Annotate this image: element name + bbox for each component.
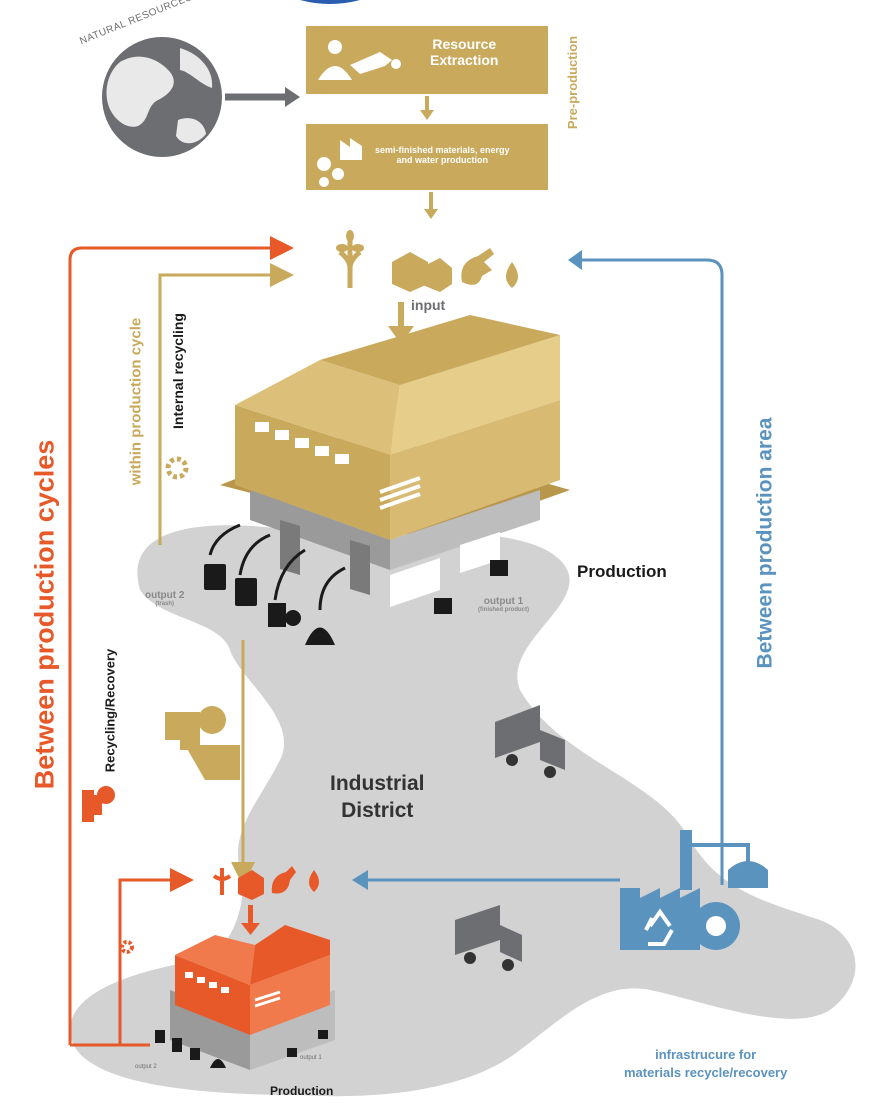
resource-extraction-line2: Extraction — [430, 52, 499, 68]
within-cycle-arrow — [158, 263, 294, 545]
semi-finished-line2: and water production — [396, 155, 489, 165]
internal-recycling-label: Internal recycling — [169, 313, 186, 429]
input-arrow — [388, 326, 414, 344]
factory-gears-icon — [165, 706, 240, 780]
truck-icon — [495, 705, 565, 778]
infrastructure-label: infrastrucure for materials recycle/reco… — [624, 1046, 787, 1082]
industrial-district-line1: Industrial — [330, 772, 425, 795]
wheat-icon — [336, 230, 364, 288]
secondary-loop-arrow — [118, 868, 194, 1047]
top-edge-shape — [300, 0, 360, 4]
output1-small-label: output 1 — [300, 1055, 322, 1061]
boxes-icon — [392, 252, 452, 292]
factory-gears-icon — [317, 138, 362, 187]
input-label: input — [411, 297, 446, 313]
infrastructure-line1: infrastrucure for — [655, 1047, 757, 1062]
production-bottom-label: Production — [270, 1084, 334, 1098]
resource-extraction-line1: Resource — [432, 36, 497, 52]
between-production-area-label: Between production area — [753, 417, 777, 669]
industrial-district-label: Industrial District — [330, 770, 425, 824]
output2-label: output 2 (trash) — [145, 590, 184, 607]
production-label: Production — [577, 562, 667, 581]
semi-finished-label: semi-finished materials, energy and wate… — [375, 145, 510, 165]
input-icons — [336, 230, 518, 292]
output2-subtext: (trash) — [155, 601, 175, 607]
output2-small-label: output 2 — [135, 1064, 157, 1070]
gear-icon — [165, 456, 189, 480]
within-production-cycle-label: within production cycle — [127, 317, 145, 486]
pre-production-label: Pre-production — [565, 35, 581, 130]
between-area-arrow — [580, 258, 724, 885]
output2-text: output 2 — [145, 590, 185, 601]
infrastructure-line2: materials recycle/recovery — [624, 1065, 788, 1080]
product-box — [434, 598, 452, 614]
secondary-warehouse — [170, 925, 335, 1070]
input-icons-secondary — [212, 866, 319, 900]
globe-arrow-head — [285, 87, 300, 107]
between-production-cycles-label: Between production cycles — [29, 439, 60, 790]
output1-text: output 1 — [483, 596, 524, 607]
recycling-recovery-icon — [82, 786, 115, 822]
output1-label: output 1 (finished product) — [478, 596, 529, 613]
blue-input-arrow — [352, 870, 368, 890]
drop-icon — [506, 262, 518, 288]
extraction-icon — [318, 40, 401, 80]
main-warehouse — [220, 315, 570, 607]
product-box — [490, 560, 508, 576]
gear-icon — [120, 940, 134, 954]
resource-extraction-title: Resource Extraction — [430, 36, 498, 68]
between-cycles-arrow — [68, 236, 294, 1045]
recycle-facility — [620, 830, 768, 950]
industrial-district-line2: District — [341, 799, 414, 822]
recycle-icon — [644, 908, 674, 946]
plug-icon — [461, 248, 494, 285]
trash-bin-icon — [204, 564, 335, 645]
trash-bin-icon — [155, 1030, 328, 1068]
truck-icon — [455, 905, 522, 971]
resource-extraction-box — [306, 26, 548, 94]
output1-subtext: (finished product) — [478, 607, 529, 613]
semi-finished-line1: semi-finished materials, energy — [375, 145, 510, 155]
globe-icon — [102, 37, 222, 157]
recycling-recovery-label: Recycling/Recovery — [102, 648, 118, 773]
